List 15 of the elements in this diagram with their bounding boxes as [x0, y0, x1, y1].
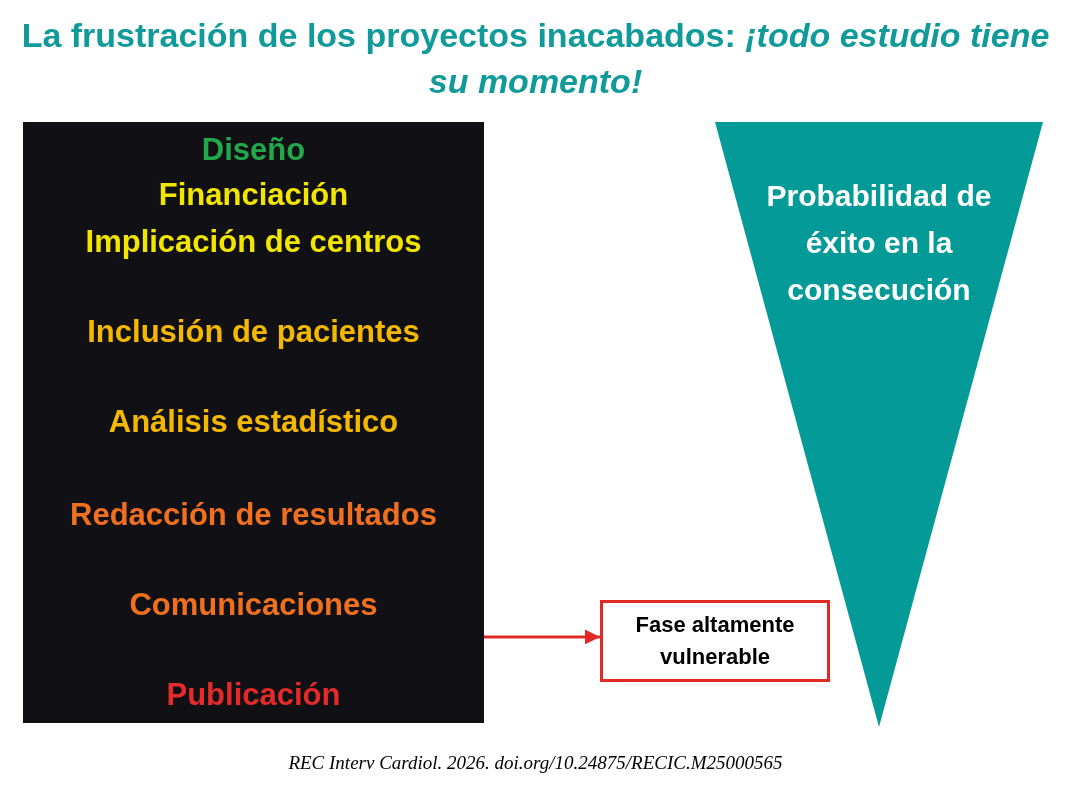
stage-label: Implicación de centros	[84, 224, 423, 260]
triangle-label: Probabilidad de éxito en la consecución	[765, 178, 993, 308]
title: La frustración de los proyectos inacabados: ¡todo estudio tiene su momento!	[20, 15, 1051, 102]
stage-label: Comunicaciones	[128, 587, 379, 623]
callout-box	[600, 600, 830, 682]
stage-label: Análisis estadístico	[107, 404, 400, 440]
arrow	[484, 629, 600, 645]
callout-text: Fase altamente vulnerable	[634, 611, 796, 671]
stage-panel	[23, 122, 484, 723]
stage-label: Diseño	[200, 132, 307, 168]
citation: REC Interv Cardiol. 2026. doi.org/10.24875/RECIC.M25000565	[287, 752, 784, 774]
stage-label: Inclusión de pacientes	[86, 314, 421, 350]
stage-label: Redacción de resultados	[69, 497, 438, 533]
stage-label: Publicación	[165, 677, 342, 713]
stage-label: Financiación	[157, 177, 350, 213]
